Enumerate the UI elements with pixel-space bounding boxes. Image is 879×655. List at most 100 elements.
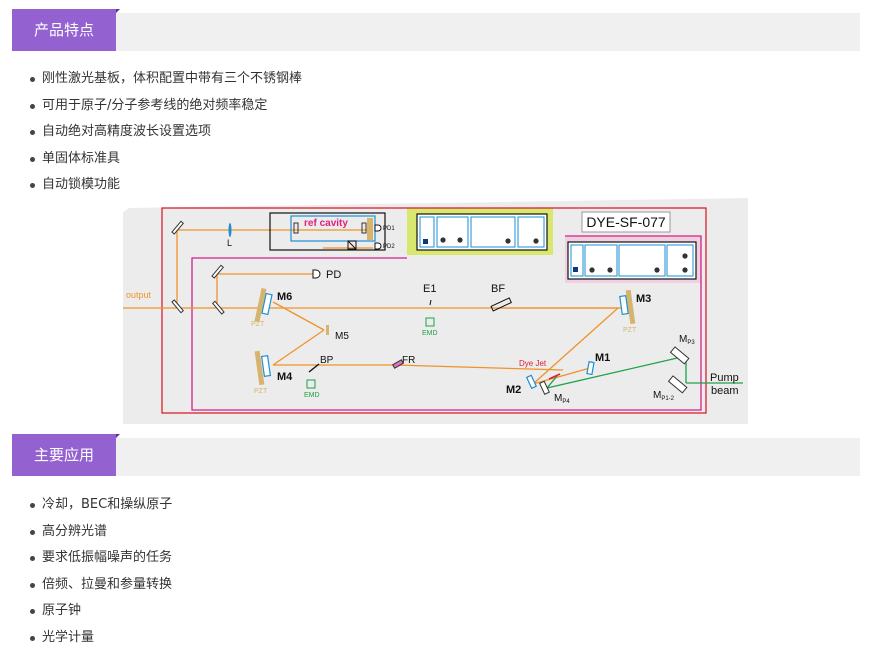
pzt-label: PZT	[254, 388, 268, 395]
bullet-icon	[30, 556, 35, 561]
mirror-m1-icon	[586, 361, 595, 376]
bullet-icon	[30, 156, 35, 162]
list-item: 高分辨光谱	[28, 519, 172, 546]
list-item: 倍频、拉曼和参量转换	[28, 572, 172, 599]
cavity-mirror-icon	[293, 222, 299, 234]
inner-frame	[191, 235, 702, 411]
etalon-icon	[429, 299, 432, 306]
m5-label: M5	[335, 331, 349, 342]
tab-fold	[116, 434, 120, 438]
section-title: 主要应用	[12, 434, 116, 476]
pzt-m4-icon	[254, 350, 265, 386]
list-item: 可用于原子/分子参考线的绝对频率稳定	[28, 93, 302, 120]
photodiode-pd1-icon	[374, 224, 382, 232]
emd-icon	[306, 379, 316, 389]
m4-label: M4	[277, 371, 293, 383]
m2-label: M2	[506, 384, 521, 396]
pzt-label: PZT	[251, 321, 265, 328]
list-item: 刚性激光基板，体积配置中带有三个不锈钢棒	[28, 66, 302, 93]
diagram-svg: DYE-SF-077 ref cavity PD1 PD2 L	[123, 198, 748, 424]
bullet-icon	[30, 503, 35, 508]
pump-beams	[546, 355, 743, 389]
header-band	[12, 438, 860, 476]
bullet-icon	[30, 130, 35, 135]
model-label: DYE-SF-077	[586, 214, 666, 230]
list-item: 原子钟	[28, 598, 172, 625]
steering-mirrors	[171, 220, 225, 315]
bullet-icon	[30, 582, 35, 588]
laser-beams	[123, 229, 621, 385]
lens-label: L	[227, 238, 232, 248]
bullet-icon	[30, 183, 35, 188]
cavity-mirror-icon	[361, 222, 367, 234]
list-item: 单固体标准具	[28, 146, 302, 173]
emd-label: EMD	[422, 330, 438, 337]
section-title: 产品特点	[12, 9, 116, 51]
list-item: 要求低振幅噪声的任务	[28, 545, 172, 572]
pzt-icon	[367, 218, 373, 240]
dye-jet-icon	[548, 373, 561, 380]
mp4-label: MP4	[554, 393, 570, 405]
feature-list: 刚性激光基板，体积配置中带有三个不锈钢棒 可用于原子/分子参考线的绝对频率稳定 …	[28, 66, 302, 199]
bf-label: BF	[491, 283, 505, 295]
emd-label: EMD	[304, 392, 320, 399]
list-item: 自动锁模功能	[28, 172, 302, 199]
photodiode-pd2-icon	[374, 242, 382, 250]
mirror-m4-icon	[260, 355, 272, 377]
fr-label: FR	[402, 355, 415, 366]
tab-fold	[116, 9, 120, 13]
pzt-m3-icon	[625, 289, 636, 325]
ref-cavity-label: ref cavity	[304, 218, 348, 229]
pump-mirror-p3-icon	[669, 346, 690, 365]
m6-label: M6	[277, 291, 292, 303]
ref-cavity-enclosure	[269, 212, 386, 251]
lens-icon	[228, 223, 232, 237]
e1-label: E1	[423, 283, 436, 295]
m3-label: M3	[636, 293, 651, 305]
photodiode-pd-icon	[312, 269, 321, 279]
mirror-m3-icon	[619, 294, 629, 316]
pzt-m5-icon	[326, 325, 329, 335]
pd1-label: PD1	[383, 226, 395, 232]
birefringent-filter-icon	[490, 297, 512, 312]
mp3-label: MP3	[679, 334, 695, 346]
pump-label: Pump	[710, 372, 739, 384]
emd-icon	[425, 317, 435, 327]
controller-2-modules	[570, 244, 694, 277]
model-label-box	[581, 211, 671, 233]
laser-setup-diagram: DYE-SF-077 ref cavity PD1 PD2 L	[123, 198, 748, 424]
mirror-m2-icon	[525, 374, 538, 390]
pd-label: PD	[326, 269, 341, 281]
controller-1-panel	[416, 213, 548, 251]
controller-1-knobs	[423, 237, 539, 244]
bullet-icon	[30, 103, 35, 109]
pump-mirror-p1-2-icon	[667, 375, 688, 394]
outer-frame	[161, 207, 707, 414]
bullet-icon	[30, 77, 35, 82]
header-band	[12, 13, 860, 51]
section-header-features: 产品特点	[12, 9, 860, 51]
m1-label: M1	[595, 352, 610, 364]
mp12-label: MP1-2	[653, 390, 675, 402]
application-list: 冷却，BEC和操纵原子 高分辨光谱 要求低振幅噪声的任务 倍频、拉曼和参量转换 …	[28, 492, 172, 651]
faraday-rotator-icon	[391, 359, 405, 369]
list-item: 光学计量	[28, 625, 172, 652]
controller-2-panel	[567, 241, 697, 280]
beam-label: beam	[711, 385, 739, 397]
beam-splitter-icon	[347, 240, 357, 250]
output-label: output	[126, 290, 152, 300]
bullet-icon	[30, 635, 35, 641]
mirror-m6-icon	[261, 292, 273, 316]
brewster-plate-icon	[308, 363, 320, 373]
section-header-applications: 主要应用	[12, 434, 860, 476]
dye-jet-label: Dye Jet	[519, 359, 547, 368]
pump-mirror-p4-icon	[538, 380, 550, 395]
pzt-label: PZT	[623, 327, 637, 334]
list-item: 自动绝对高精度波长设置选项	[28, 119, 302, 146]
pzt-m6-icon	[254, 287, 267, 323]
bp-label: BP	[320, 355, 334, 366]
controller-1-modules	[419, 216, 545, 248]
list-item: 冷却，BEC和操纵原子	[28, 492, 172, 519]
controller-2-knobs	[573, 253, 688, 273]
bullet-icon	[30, 609, 35, 614]
